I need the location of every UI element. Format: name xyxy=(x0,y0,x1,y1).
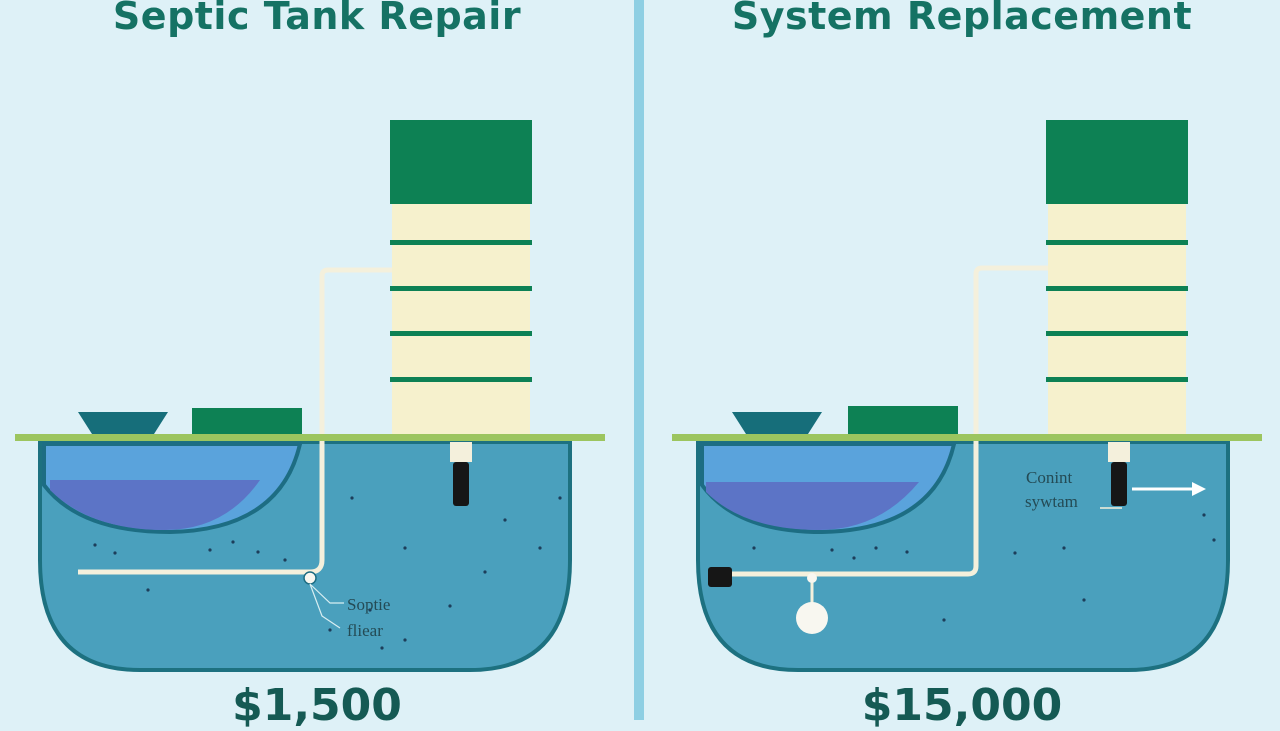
replacement-title: System Replacement xyxy=(731,0,1193,38)
ground-fixtures xyxy=(78,408,302,436)
replacement-panel: System Replacement xyxy=(644,0,1280,731)
inlet-pipe xyxy=(708,261,1053,634)
riser-tower xyxy=(390,120,532,436)
component-label-line1: Soptie xyxy=(347,595,390,614)
ground-fixtures xyxy=(732,406,958,436)
outlet-valve xyxy=(450,442,472,506)
riser-tower xyxy=(1046,120,1188,436)
repair-title: Septic Tank Repair xyxy=(112,0,522,38)
component-label-line2: fliear xyxy=(347,621,383,640)
sludge-basin xyxy=(700,442,957,535)
component-label-line2: sywtam xyxy=(1025,492,1078,511)
flow-arrow xyxy=(1132,482,1206,496)
ground-line xyxy=(672,434,1262,441)
sediment-dots xyxy=(752,513,1216,622)
replacement-price: $15,000 xyxy=(861,680,1063,731)
system-replacement-diagram: Conint sywtam xyxy=(672,120,1262,672)
septic-repair-diagram: Soptie fliear xyxy=(15,120,605,672)
repair-price: $1,500 xyxy=(232,680,402,731)
panel-divider xyxy=(634,0,644,720)
repair-panel: Septic Tank Repair xyxy=(0,0,634,731)
component-label-line1: Conint xyxy=(1026,468,1073,487)
sludge-basin xyxy=(42,442,303,535)
ground-line xyxy=(15,434,605,441)
sediment-dots xyxy=(93,496,562,650)
outlet-valve xyxy=(1108,442,1130,506)
